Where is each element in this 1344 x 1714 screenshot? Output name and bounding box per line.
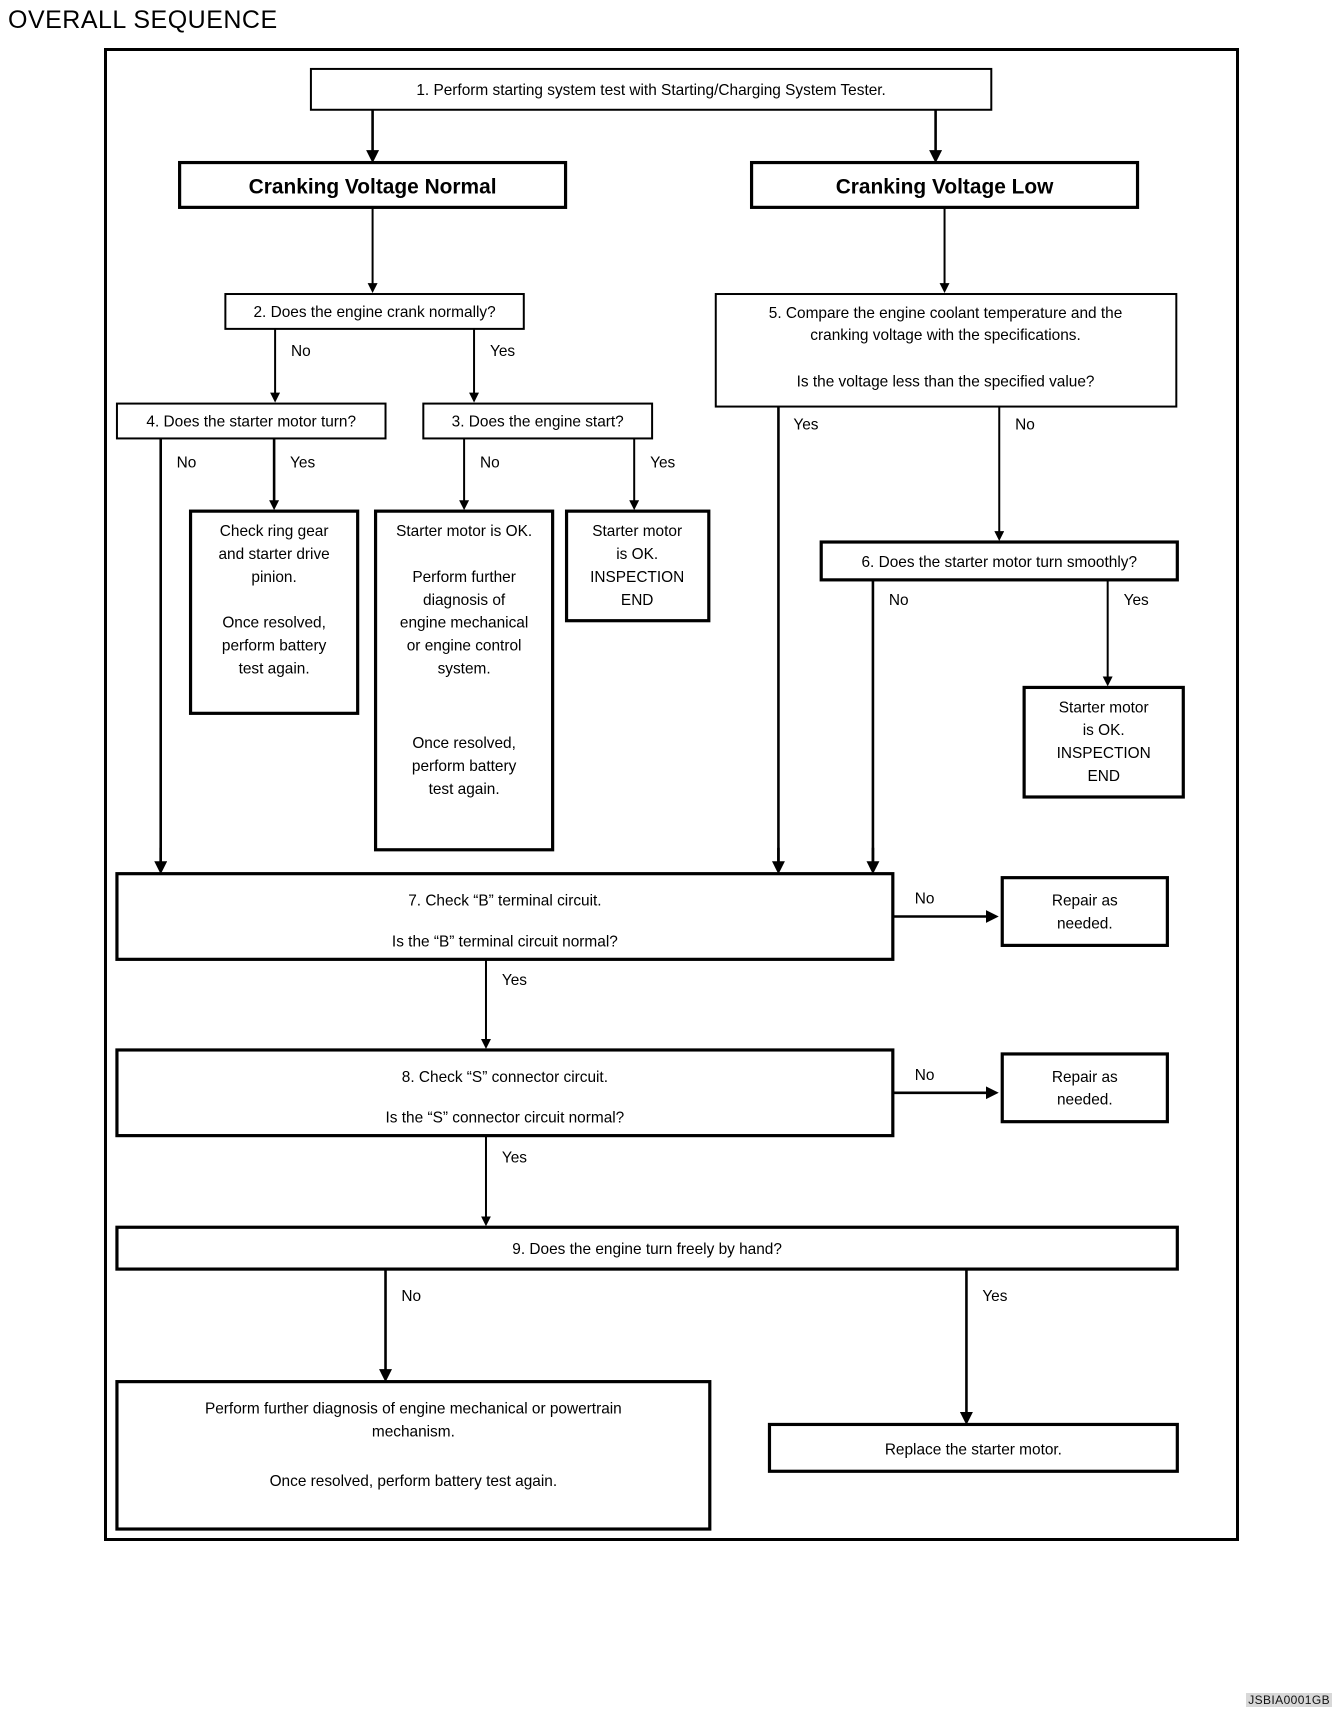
edge-5-no-label: No bbox=[1015, 416, 1035, 433]
node-inspection-end-left-line-1: Starter motor bbox=[592, 523, 682, 540]
edge-2-yes-label: Yes bbox=[490, 343, 515, 360]
edge-6-yes-label: Yes bbox=[1124, 592, 1149, 609]
node-inspection-end-right-line-4: END bbox=[1087, 768, 1120, 785]
node-replace-starter-motor: Replace the starter motor. bbox=[767, 1422, 1179, 1473]
node-step-5-line-1: 5. Compare the engine coolant temperatur… bbox=[769, 305, 1123, 322]
node-powertrain-line-3: Once resolved, perform battery test agai… bbox=[270, 1473, 558, 1490]
node-powertrain-line-2: mechanism. bbox=[372, 1423, 455, 1440]
node-step-8-line-1: 8. Check “S” connector circuit. bbox=[402, 1069, 608, 1086]
node-step-3: 3. Does the engine start? bbox=[422, 402, 654, 440]
node-cranking-voltage-normal-label: Cranking Voltage Normal bbox=[249, 175, 497, 198]
node-inspection-end-right-line-3: INSPECTION bbox=[1057, 745, 1151, 762]
node-step-5-line-2: cranking voltage with the specifications… bbox=[810, 327, 1080, 344]
edge-7-no-label: No bbox=[915, 891, 935, 908]
edge-9-yes-label: Yes bbox=[982, 1288, 1007, 1305]
node-sm-ok-line-3: diagnosis of bbox=[423, 592, 506, 609]
node-step-5: 5. Compare the engine coolant temperatur… bbox=[714, 293, 1178, 408]
node-step-5-line-3: Is the voltage less than the specified v… bbox=[797, 374, 1095, 391]
node-repair-2-line-1: Repair as bbox=[1052, 1069, 1118, 1086]
node-step-4: 4. Does the starter motor turn? bbox=[115, 402, 387, 440]
edge-8-yes-label: Yes bbox=[502, 1150, 527, 1167]
edge-9-no-label: No bbox=[401, 1288, 421, 1305]
node-step-7-line-1: 7. Check “B” terminal circuit. bbox=[408, 893, 601, 910]
node-step-2: 2. Does the engine crank normally? bbox=[224, 293, 525, 330]
node-cranking-voltage-normal: Cranking Voltage Normal bbox=[178, 160, 568, 209]
edge-6-no-label: No bbox=[889, 592, 909, 609]
node-check-ring-gear: Check ring gear and starter drive pinion… bbox=[188, 509, 360, 715]
node-cranking-voltage-low: Cranking Voltage Low bbox=[749, 160, 1140, 209]
node-replace-starter-motor-label: Replace the starter motor. bbox=[885, 1441, 1062, 1458]
node-repair-as-needed-1: Repair as needed. bbox=[1000, 876, 1169, 947]
node-step-3-label: 3. Does the engine start? bbox=[452, 413, 624, 430]
node-check-ring-gear-line-2: and starter drive bbox=[218, 546, 329, 563]
edge-8-no-label: No bbox=[915, 1067, 935, 1084]
node-step-7-line-2: Is the “B” terminal circuit normal? bbox=[392, 933, 618, 950]
node-sm-ok-line-1: Starter motor is OK. bbox=[396, 523, 532, 540]
edge-4-yes-label: Yes bbox=[290, 454, 315, 471]
node-step-8: 8. Check “S” connector circuit. Is the “… bbox=[115, 1048, 895, 1138]
node-step-6-label: 6. Does the starter motor turn smoothly? bbox=[861, 554, 1137, 571]
flowchart-frame: 1. Perform starting system test with Sta… bbox=[104, 48, 1239, 1541]
node-sm-ok-line-2: Perform further bbox=[412, 569, 516, 586]
node-inspection-end-right-line-2: is OK. bbox=[1083, 722, 1125, 739]
node-sm-ok-line-6: system. bbox=[438, 660, 491, 677]
node-sm-ok-line-8: perform battery bbox=[412, 758, 517, 775]
node-step-8-line-2: Is the “S” connector circuit normal? bbox=[386, 1110, 625, 1127]
node-sm-ok-line-4: engine mechanical bbox=[400, 615, 528, 632]
node-sm-ok-line-7: Once resolved, bbox=[412, 735, 516, 752]
node-repair-1-line-2: needed. bbox=[1057, 915, 1113, 932]
page-title: OVERALL SEQUENCE bbox=[8, 6, 278, 34]
node-cranking-voltage-low-label: Cranking Voltage Low bbox=[836, 175, 1054, 198]
edge-5-yes-label: Yes bbox=[793, 416, 818, 433]
figure-id-code: JSBIA0001GB bbox=[1246, 1693, 1332, 1707]
node-repair-1-line-1: Repair as bbox=[1052, 893, 1118, 910]
flowchart-svg: 1. Perform starting system test with Sta… bbox=[115, 67, 1185, 1531]
node-sm-ok-line-5: or engine control bbox=[407, 638, 522, 655]
node-step-1: 1. Perform starting system test with Sta… bbox=[309, 67, 993, 111]
node-inspection-end-left-line-4: END bbox=[621, 592, 654, 609]
edge-2-no-label: No bbox=[291, 343, 311, 360]
node-repair-as-needed-2: Repair as needed. bbox=[1000, 1052, 1169, 1124]
edge-4-no-label: No bbox=[177, 454, 197, 471]
edge-3-yes-label: Yes bbox=[650, 454, 675, 471]
node-inspection-end-right: Starter motor is OK. INSPECTION END bbox=[1022, 685, 1185, 799]
node-check-ring-gear-line-1: Check ring gear bbox=[220, 523, 329, 540]
node-starter-motor-ok-diagnosis: Starter motor is OK. Perform further dia… bbox=[373, 509, 555, 852]
node-step-9: 9. Does the engine turn freely by hand? bbox=[115, 1225, 1179, 1271]
node-step-2-label: 2. Does the engine crank normally? bbox=[253, 304, 495, 321]
node-step-6: 6. Does the starter motor turn smoothly? bbox=[819, 540, 1179, 582]
node-step-9-label: 9. Does the engine turn freely by hand? bbox=[512, 1241, 782, 1258]
node-inspection-end-right-line-1: Starter motor bbox=[1059, 699, 1149, 716]
node-step-1-label: 1. Perform starting system test with Sta… bbox=[416, 82, 885, 99]
edge-7-yes-label: Yes bbox=[502, 972, 527, 989]
node-sm-ok-line-9: test again. bbox=[429, 781, 500, 798]
node-repair-2-line-2: needed. bbox=[1057, 1092, 1113, 1109]
node-inspection-end-left: Starter motor is OK. INSPECTION END bbox=[564, 509, 711, 623]
node-step-4-label: 4. Does the starter motor turn? bbox=[146, 413, 356, 430]
node-powertrain-line-1: Perform further diagnosis of engine mech… bbox=[205, 1400, 622, 1417]
node-check-ring-gear-line-6: test again. bbox=[239, 660, 310, 677]
node-step-7: 7. Check “B” terminal circuit. Is the “B… bbox=[115, 872, 895, 961]
edge-3-no-label: No bbox=[480, 454, 500, 471]
node-check-ring-gear-line-5: perform battery bbox=[222, 638, 327, 655]
node-powertrain-diagnosis: Perform further diagnosis of engine mech… bbox=[115, 1380, 712, 1531]
node-inspection-end-left-line-3: INSPECTION bbox=[590, 569, 684, 586]
node-check-ring-gear-line-4: Once resolved, bbox=[222, 615, 326, 632]
node-check-ring-gear-line-3: pinion. bbox=[251, 569, 296, 586]
node-inspection-end-left-line-2: is OK. bbox=[616, 546, 658, 563]
